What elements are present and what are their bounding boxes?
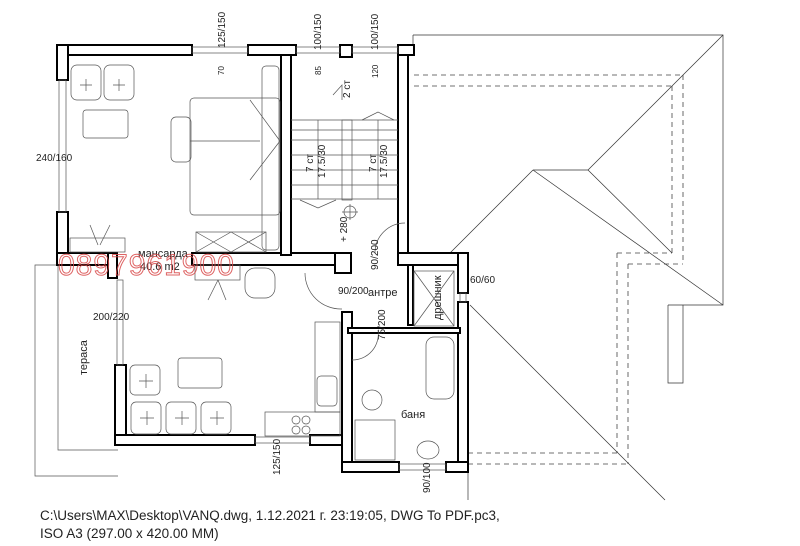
level-mark: + 280 [339,216,350,242]
stairs-left-count: 7 ст [305,154,316,172]
footer-line-2: ISO A3 (297.00 x 420.00 MM) [40,526,219,541]
dim-terrace-door: 200/220 [93,312,130,323]
furniture [69,64,455,461]
staircase [291,84,406,361]
dim-door-stair: 90/200 [370,239,381,270]
room-terrace: тераса [78,339,90,375]
room-hall: антре [368,287,397,299]
dim-door-hall: 90/200 [338,286,369,297]
room-closet: дрешник [432,275,444,320]
phone-watermark: 0897961900 [58,249,235,282]
dim-bath-door: 75/200 [377,309,388,340]
stairs-right-size: 17.5/30 [379,144,390,178]
dim-win-top-3: 100/150 [370,13,381,50]
room-bedroom: мансарда [138,248,189,260]
dim-win-left: 240/160 [36,153,73,164]
dim-win-top-2-sill: 85 [314,66,323,75]
dim-win-top-1: 125/150 [217,11,228,48]
stairs-right-count: 7 ст [368,154,379,172]
stairs-top: 2 ст [342,80,353,98]
terrace [34,264,118,477]
print-footer: C:\Users\MAX\Desktop\VANQ.dwg, 1.12.2021… [40,507,500,543]
room-bath: баня [401,409,425,421]
room-bedroom-area: 40.6 m2 [140,261,180,273]
dim-bath-win: 90/100 [422,462,433,493]
stairs-left-size: 17.5/30 [317,144,328,178]
dim-closet-win: 60/60 [470,275,495,286]
footer-line-1: C:\Users\MAX\Desktop\VANQ.dwg, 1.12.2021… [40,508,500,523]
dim-win-bottom: 125/150 [272,438,283,475]
windows [58,46,467,471]
dim-win-top-2: 100/150 [313,13,324,50]
roof-outline [412,34,724,501]
dim-win-top-1-sill: 70 [217,66,226,75]
labels: 125/150 70 100/150 85 100/150 120 240/16… [36,11,495,493]
dim-win-top-3-sill: 120 [371,64,380,78]
